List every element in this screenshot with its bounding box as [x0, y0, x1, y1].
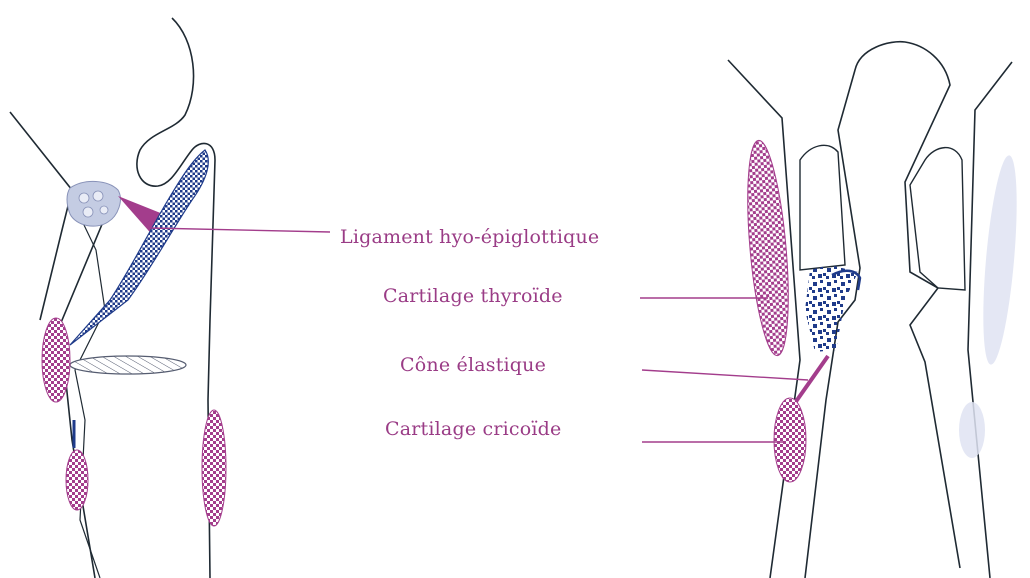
right-vestibular-fold — [910, 148, 965, 290]
sagittal-view — [10, 18, 330, 578]
anterior-contour — [10, 112, 72, 320]
leader-hyo — [150, 228, 330, 232]
thyroid-cartilage-coronal — [741, 139, 796, 357]
label-cricoid-cartilage: Cartilage cricoïde — [385, 418, 561, 440]
cricoid-coronal — [774, 398, 806, 482]
hyoid-bone — [67, 181, 120, 226]
thyroid-cartilage-sagittal — [42, 318, 70, 402]
vocal-fold — [70, 356, 186, 374]
left-vestibular-fold — [800, 145, 845, 270]
anterior-lower-contour-2 — [60, 210, 108, 578]
label-thyroid-cartilage: Cartilage thyroïde — [383, 285, 563, 307]
epiglottis — [70, 150, 208, 345]
cricoid-posterior — [202, 410, 226, 526]
leader-cone — [642, 370, 808, 380]
cricoid-pale — [959, 402, 985, 458]
coronal-view — [640, 42, 1023, 578]
vocal-muscle — [805, 265, 858, 352]
label-hyo-epiglottic-ligament: Ligament hyo-épiglottique — [340, 226, 599, 248]
label-conus-elasticus: Cône élastique — [400, 354, 546, 376]
cricoid-anterior — [66, 450, 88, 510]
thyroid-cartilage-pale — [977, 154, 1023, 366]
